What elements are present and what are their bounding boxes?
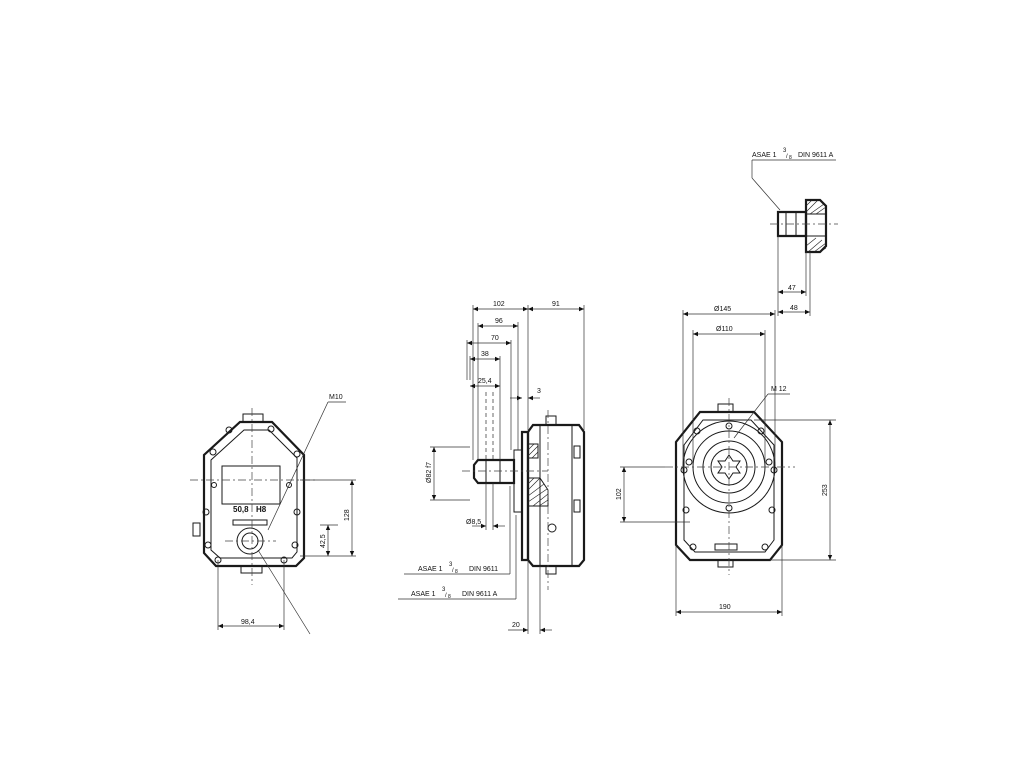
detail-label: ASAE 1 3 / 8 DIN 9611 A: [752, 148, 834, 161]
hatch-sections: [527, 443, 549, 507]
svg-text:/: /: [445, 593, 447, 599]
side-dia-label: Ø82 f7: [426, 462, 433, 483]
side-dim-91: 91: [552, 301, 560, 308]
rear-height-left: 102: [616, 488, 623, 500]
detail-dim-outer: 48: [790, 305, 798, 312]
svg-text:8: 8: [448, 594, 451, 600]
shaft-label-2: ASAE 1 3 / 8 DIN 9611 A: [411, 587, 498, 600]
side-dim-102: 102: [493, 301, 505, 308]
front-height-dim: 128: [344, 509, 351, 521]
side-dim-38: 38: [481, 351, 489, 358]
rear-view: [620, 310, 836, 616]
detail-view: [751, 159, 838, 316]
side-hole-label: Ø8,5: [466, 519, 481, 526]
svg-text:/: /: [452, 568, 454, 574]
svg-text:DIN 9611 A: DIN 9611 A: [462, 591, 498, 598]
rear-dia-outer: Ø145: [714, 306, 731, 313]
svg-text:ASAE 1: ASAE 1: [752, 152, 777, 159]
svg-text:ASAE 1: ASAE 1: [418, 566, 443, 573]
svg-text:DIN 9611 A: DIN 9611 A: [798, 152, 834, 159]
side-view: [398, 305, 586, 634]
svg-text:ASAE 1: ASAE 1: [411, 591, 436, 598]
side-dim-96: 96: [495, 318, 503, 325]
rear-width-dim: 190: [719, 604, 731, 611]
front-bore-tolerance: H8: [256, 505, 267, 514]
svg-text:/: /: [786, 154, 788, 160]
side-dim-3: 3: [537, 388, 541, 395]
rear-thread-label: M 12: [771, 386, 787, 393]
svg-text:3: 3: [449, 562, 453, 568]
front-thread-label: M10: [329, 394, 343, 401]
svg-text:8: 8: [789, 155, 792, 161]
side-dim-70: 70: [491, 335, 499, 342]
svg-text:8: 8: [455, 569, 458, 575]
shaft-label-1: ASAE 1 3 / 8 DIN 9611: [418, 562, 498, 575]
rear-dia-inner: Ø110: [716, 326, 733, 333]
side-bottom-dim: 20: [512, 622, 520, 629]
side-dim-25-4: 25,4: [478, 378, 492, 385]
svg-text:DIN 9611: DIN 9611: [469, 566, 498, 573]
rear-height-right: 253: [822, 484, 829, 496]
svg-text:3: 3: [783, 148, 787, 154]
front-offset-dim: 42,5: [320, 534, 327, 548]
bolt-holes: [202, 425, 301, 564]
front-bore-label: 50,8: [233, 505, 249, 514]
svg-text:3: 3: [442, 587, 446, 593]
detail-dim-inner: 47: [788, 285, 796, 292]
front-view: [190, 401, 356, 635]
front-width-dim: 98,4: [241, 619, 255, 626]
